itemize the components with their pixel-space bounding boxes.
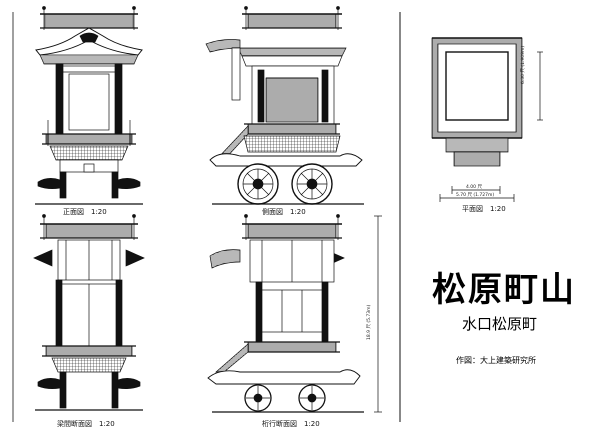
plan-view	[431, 37, 543, 202]
side-elevation	[205, 6, 364, 205]
label-cross-section: 梁間断面図 1:20	[57, 420, 115, 428]
label-longitudinal-section: 桁行断面図 1:20	[262, 420, 320, 428]
cross-section	[33, 214, 145, 411]
author-credit: 作図：大上建築研究所	[456, 356, 536, 365]
main-title: 松原町山	[432, 270, 576, 310]
front-elevation	[35, 6, 143, 205]
dim-plan-total: 5.70 尺 (1.727m)	[456, 193, 495, 198]
subtitle: 水口松原町	[462, 315, 538, 333]
dim-height: 18.9 尺 (5.73m)	[367, 304, 372, 340]
dim-plan-depth: 6.30 尺 (1.909m)	[521, 45, 526, 84]
label-front-view: 正面図 1:20	[63, 208, 107, 216]
label-plan-view: 平面図 1:20	[462, 205, 506, 213]
label-side-view: 側面図 1:20	[262, 208, 306, 216]
longitudinal-section	[207, 214, 382, 413]
dim-plan-width: 4.00 尺	[466, 185, 482, 190]
